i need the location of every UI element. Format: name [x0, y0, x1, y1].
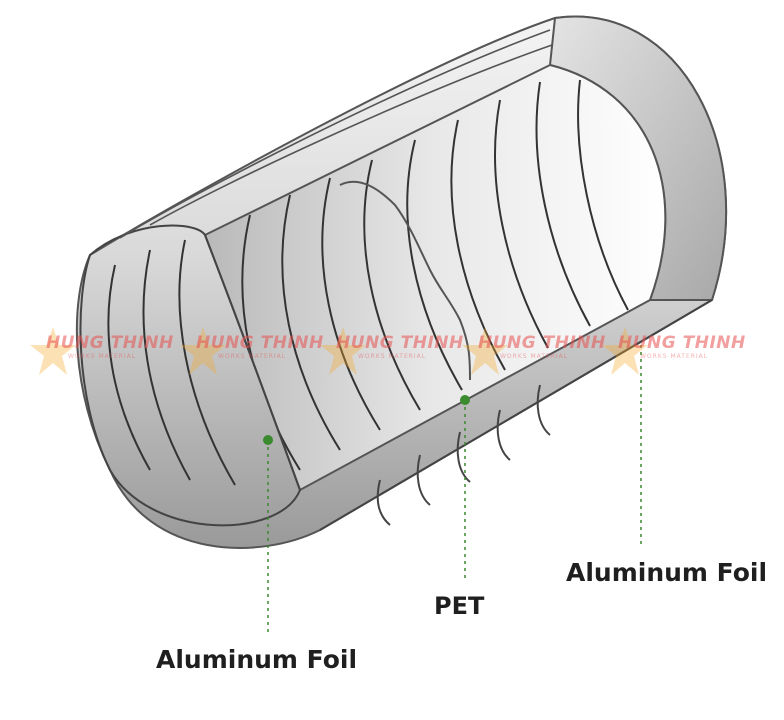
watermark-tagline: WORKS MATERIAL	[500, 353, 569, 360]
leader-lines	[267, 345, 642, 632]
outer-spiral-bands	[319, 299, 713, 531]
watermark-brand: HUNG THINH	[46, 333, 174, 353]
watermark: HUNG THINH WORKS MATERIAL	[28, 323, 188, 383]
star-icon	[462, 327, 508, 375]
leader-dot-inner	[263, 435, 273, 445]
watermark-tagline: WORKS MATERIAL	[218, 353, 287, 360]
watermark: HUNG THINH WORKS MATERIAL	[318, 323, 478, 383]
inner-spiral-ribs	[241, 79, 629, 471]
label-inner-aluminum-foil: Aluminum Foil	[156, 645, 358, 674]
watermark-brand: HUNG THINH	[336, 333, 464, 353]
watermark-brand: HUNG THINH	[478, 333, 606, 353]
star-icon	[320, 327, 366, 375]
watermark-tagline: WORKS MATERIAL	[358, 353, 427, 360]
rim-ribs	[107, 239, 236, 486]
star-icon	[180, 327, 226, 375]
star-icon	[30, 327, 76, 375]
duct-left-rim	[79, 224, 302, 527]
label-pet: PET	[434, 592, 485, 620]
watermark-tagline: WORKS MATERIAL	[68, 353, 137, 360]
watermark: HUNG THINH WORKS MATERIAL	[460, 323, 620, 383]
leader-dot-pet	[460, 395, 470, 405]
star-icon	[602, 327, 648, 375]
watermark: HUNG THINH WORKS MATERIAL	[600, 323, 760, 383]
watermark-brand: HUNG THINH	[196, 333, 324, 353]
outer-top-bands	[119, 29, 553, 239]
watermark-tagline: WORKS MATERIAL	[640, 353, 709, 360]
label-outer-aluminum-foil: Aluminum Foil	[566, 558, 768, 587]
pet-layer-edge	[339, 180, 471, 381]
watermark: HUNG THINH WORKS MATERIAL	[178, 323, 338, 383]
watermark-brand: HUNG THINH	[618, 333, 746, 353]
